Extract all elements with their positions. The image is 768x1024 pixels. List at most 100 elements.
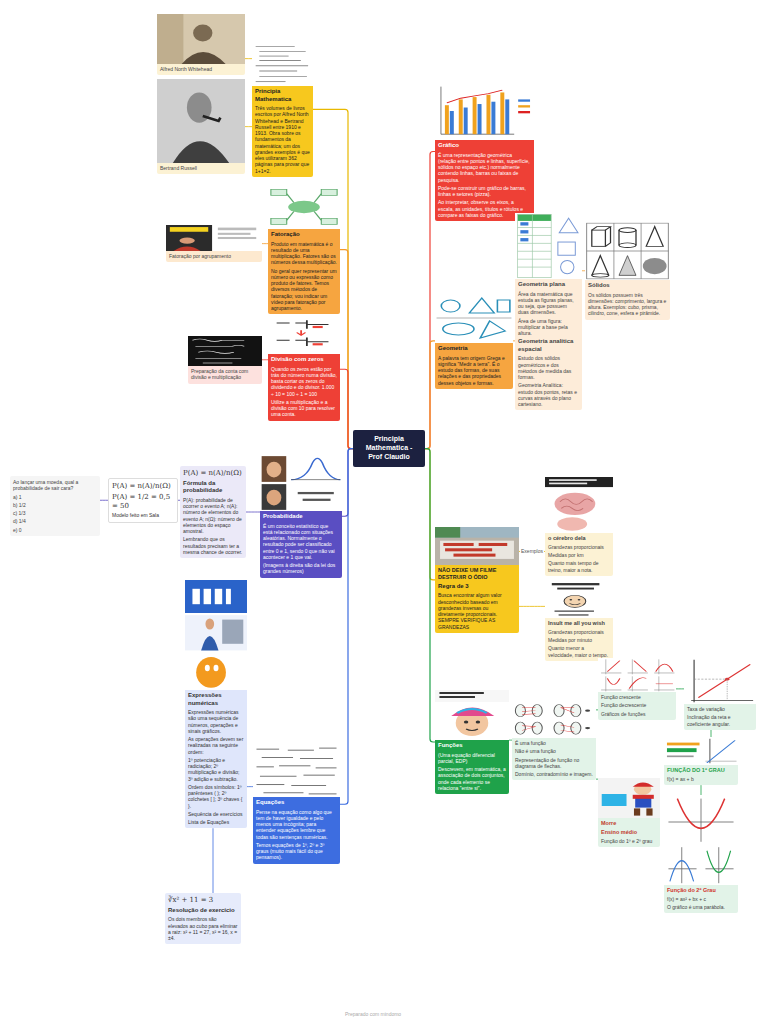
heading-text: Geometria [435, 345, 513, 353]
heading-text: Principia Mathematica - Prof Claudio [355, 435, 423, 461]
solids-image [585, 222, 670, 280]
body-text: Área da matemática que estuda as figuras… [515, 291, 582, 316]
topic-box: EquaçõesPense na equação como algo que t… [253, 745, 340, 864]
bar-chart-image [435, 82, 534, 140]
image-card: Preparação da conta com divisão e multip… [188, 336, 262, 384]
body-text: Três volumes de livros escritos por Alfr… [252, 105, 313, 174]
heading-text: Fórmula da probabilidade [180, 480, 246, 495]
branch-connector [519, 606, 545, 607]
note-card: Sólidos Os sólidos possuem três dimensões… [585, 222, 670, 320]
central-topic: Principia Mathematica - Prof Claudio [353, 430, 425, 467]
meme-image [545, 477, 613, 533]
topic-box: Gráfico É uma representação geométrica (r… [435, 82, 534, 221]
portrait-photo [157, 79, 245, 163]
division-example [268, 318, 340, 354]
body-text: A palavra tem origem Grega e significa "… [435, 355, 513, 386]
body-text: Utilize a multiplicação e a divisão com … [268, 399, 340, 418]
probability-images [260, 455, 342, 511]
note-card: P(A) = n(A)/n(Ω)P(A) = 1/2 = 0,5 = 50Mod… [108, 478, 178, 523]
body-text: 1º potenciação e radiciação; 2º multipli… [185, 757, 247, 782]
topic-box: Principia MathematicaTrês volumes de liv… [252, 42, 313, 177]
note-card: É uma funçãoNão é uma funçãoRepresentaçã… [512, 700, 596, 780]
topic-box: NÃO DEIXE UM FILME DESTRUIR O ÓDIO Regra … [435, 527, 519, 633]
heading-text: Regra de 3 [435, 583, 519, 591]
body-text: Expressões numéricas são uma sequência d… [185, 709, 247, 734]
body-text: Função crescente [598, 694, 676, 700]
topic-box: ProbabilidadeÉ um conceito estatístico q… [260, 455, 342, 578]
branch-connector [245, 126, 252, 127]
body-text: d) 1/4 [10, 518, 100, 524]
body-text: a) 1 [10, 494, 100, 500]
body-text: Geometria Analítica: estudo dos pontos, … [515, 382, 582, 407]
meme-image [598, 778, 660, 818]
branch-connector [425, 449, 435, 742]
body-text: b) 1/2 [10, 502, 100, 508]
body-text: Lembrando que os resultados precisam ter… [180, 536, 246, 555]
picture-caption: NÃO DEIXE UM FILME DESTRUIR O ÓDIO [435, 567, 519, 581]
meme-card: o cérebro delaGrandezas proporcionaisMed… [545, 477, 613, 576]
heading-text: Principia Mathematica [252, 88, 313, 103]
note-card: Taxa de variaçãoInclinação da reta e coe… [684, 658, 756, 730]
topic-box: FatoraçãoProduto em matemática é o resul… [268, 185, 340, 314]
branch-connector [711, 730, 712, 737]
note-card: P(A) = n(A)/n(Ω) Fórmula da probabilidade… [180, 466, 246, 558]
heading-text: Gráfico [435, 142, 534, 150]
body-text: Estudo dos sólidos geométricos e dos mét… [515, 355, 582, 380]
quadratic-function-image [664, 795, 738, 885]
heading-text: Expressões numéricas [185, 692, 247, 707]
picture-caption: Insult me all you wish [545, 620, 613, 627]
branch-connector [340, 250, 353, 449]
body-text: Temos equações de 1º, 2º e 3º graus (mui… [253, 842, 340, 861]
body-text: Alfred North Whitehead [157, 66, 245, 72]
body-text: Grandezas proporcionais [545, 544, 613, 550]
body-text: Lista de Equações [185, 819, 247, 825]
factoring-diagram [268, 185, 340, 229]
body-text: Sequência de exercícios [185, 811, 247, 817]
body-text: Produto em matemática é o resultado de u… [268, 241, 340, 266]
body-text: O gráfico é uma parábola. [664, 904, 738, 910]
body-text: Função decrescente [598, 702, 676, 708]
note-card: FUNÇÃO DO 1º GRAUf(x) = ax + b [664, 737, 738, 785]
photo-card: Alfred North Whitehead [157, 14, 245, 75]
illustration-stack [185, 580, 247, 690]
note-card: MorreEnsino médioFunção do 1º e 2º grau [598, 778, 660, 847]
body-text: Os sólidos possuem três dimensões: compr… [585, 292, 670, 317]
heading-text: Sólidos [585, 282, 670, 290]
body-text: Quanto menor a velocidade, maior o tempo… [545, 645, 613, 658]
line-graph [684, 658, 756, 704]
topic-box: Divisão com zerosQuando os zeros estão p… [268, 318, 340, 421]
cartoon-image [435, 690, 509, 740]
body-text: c) 1/3 [10, 510, 100, 516]
picture-caption: Função do 2º Grau [664, 887, 738, 894]
linear-function-image [664, 737, 738, 765]
body-text: As operações devem ser realizadas na seg… [185, 736, 247, 755]
picture-caption: Morre [598, 820, 660, 827]
branch-connector [676, 688, 684, 689]
body-text: É uma representação geométrica (relação … [435, 152, 534, 183]
body-text: Preparação da conta com divisão e multip… [188, 368, 262, 381]
formula-text: ∛x² + 11 = 3 [165, 896, 241, 905]
body-text: Pense na equação como algo que tem de ha… [253, 809, 340, 840]
chalkboard-image [188, 336, 262, 366]
formula-text: P(A) = 1/2 = 0,5 = 50 [109, 493, 177, 511]
note-card: Função do 2º Grau f(x) = ax² + bx + c O gr… [664, 795, 738, 913]
body-text: f(x) = ax + b [664, 776, 738, 782]
meme-image [545, 580, 613, 618]
body-text: Grandezas proporcionais [545, 629, 613, 635]
branch-connector [340, 369, 353, 448]
heading-text: Funções [435, 742, 509, 750]
body-text: Modelo feito em Sala [109, 512, 177, 518]
branch-connector [245, 58, 252, 59]
body-text: Pode-se construir um gráfico de barras, … [435, 185, 534, 198]
body-text: Taxa de variação [684, 706, 756, 712]
heading-text: Geometria analítica espacial [515, 338, 582, 353]
body-text: Gráficos de funções [598, 711, 676, 717]
body-text: É uma função [512, 740, 596, 746]
arrow-diagrams [512, 700, 596, 738]
body-text: Quanto mais tempo de treino, maior a not… [545, 560, 613, 573]
body-text: f(x) = ax² + bx + c [664, 896, 738, 902]
formula-text: P(A) = n(A)/n(Ω) [180, 469, 246, 478]
street-photo [435, 527, 519, 565]
body-text: Área de uma figura: multiplicar a base p… [515, 318, 582, 337]
